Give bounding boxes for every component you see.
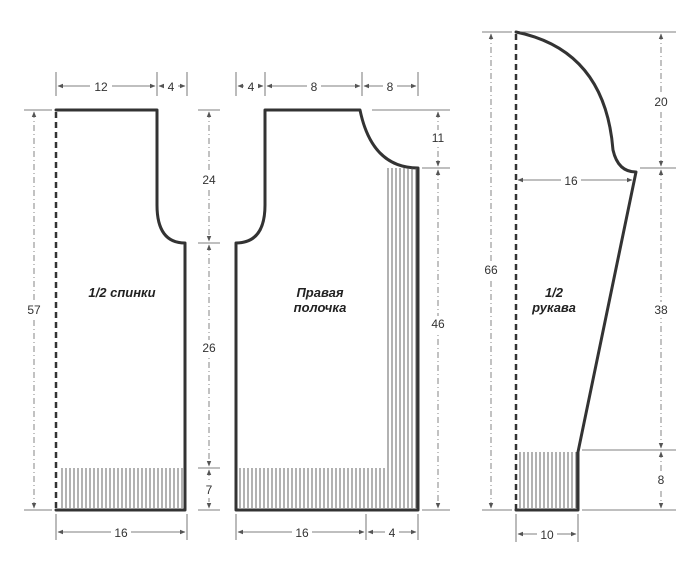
front-label-line2: полочка bbox=[294, 300, 347, 315]
dim-front-band-width-label: 4 bbox=[389, 526, 396, 540]
sleeve-outline bbox=[514, 30, 638, 512]
dim-side-length-label: 26 bbox=[202, 341, 216, 355]
back-piece: 1/2 спинки bbox=[54, 108, 187, 512]
dim-rib-height-label: 7 bbox=[206, 483, 213, 497]
dim-back-bottom-width-label: 16 bbox=[114, 526, 128, 540]
back-ribbing bbox=[61, 468, 183, 508]
dim-sleeve-cuff-height-label: 8 bbox=[658, 473, 665, 487]
front-piece: Правая полочка bbox=[234, 108, 420, 512]
dim-front-armhole-label: 8 bbox=[387, 80, 394, 94]
dim-front-shoulder-label: 8 bbox=[311, 80, 318, 94]
back-outline bbox=[54, 108, 187, 512]
dimension-lines: 12 4 4 8 8 57 24 26 7 bbox=[24, 31, 676, 542]
dim-front-bottom-width-label: 16 bbox=[295, 526, 309, 540]
dim-front-side-height-label: 46 bbox=[431, 317, 445, 331]
dim-back-top-width-label: 12 bbox=[94, 80, 108, 94]
sleeve-label-line2: рукава bbox=[531, 300, 576, 315]
dim-sleeve-length-label: 38 bbox=[654, 303, 668, 317]
dim-sleeve-cap-height-label: 20 bbox=[654, 95, 668, 109]
sleeve-piece: 1/2 рукава bbox=[514, 30, 638, 512]
dim-front-neck-offset-label: 4 bbox=[248, 80, 255, 94]
sleeve-label-line1: 1/2 bbox=[545, 285, 564, 300]
dim-front-armhole-depth-label: 11 bbox=[432, 131, 445, 145]
dim-armhole-depth-label: 24 bbox=[202, 173, 216, 187]
front-ribbing bbox=[239, 468, 385, 508]
dim-back-height-label: 57 bbox=[27, 303, 41, 317]
back-label: 1/2 спинки bbox=[88, 285, 155, 300]
dim-sleeve-width-label: 16 bbox=[564, 174, 578, 188]
dim-back-shoulder-gap-label: 4 bbox=[168, 80, 175, 94]
front-label-line1: Правая bbox=[296, 285, 343, 300]
front-button-band bbox=[387, 168, 417, 508]
sleeve-cuff-ribbing bbox=[519, 452, 577, 508]
front-outline bbox=[234, 108, 420, 512]
dim-sleeve-height-label: 66 bbox=[484, 263, 498, 277]
dim-sleeve-cuff-width-label: 10 bbox=[540, 528, 554, 542]
